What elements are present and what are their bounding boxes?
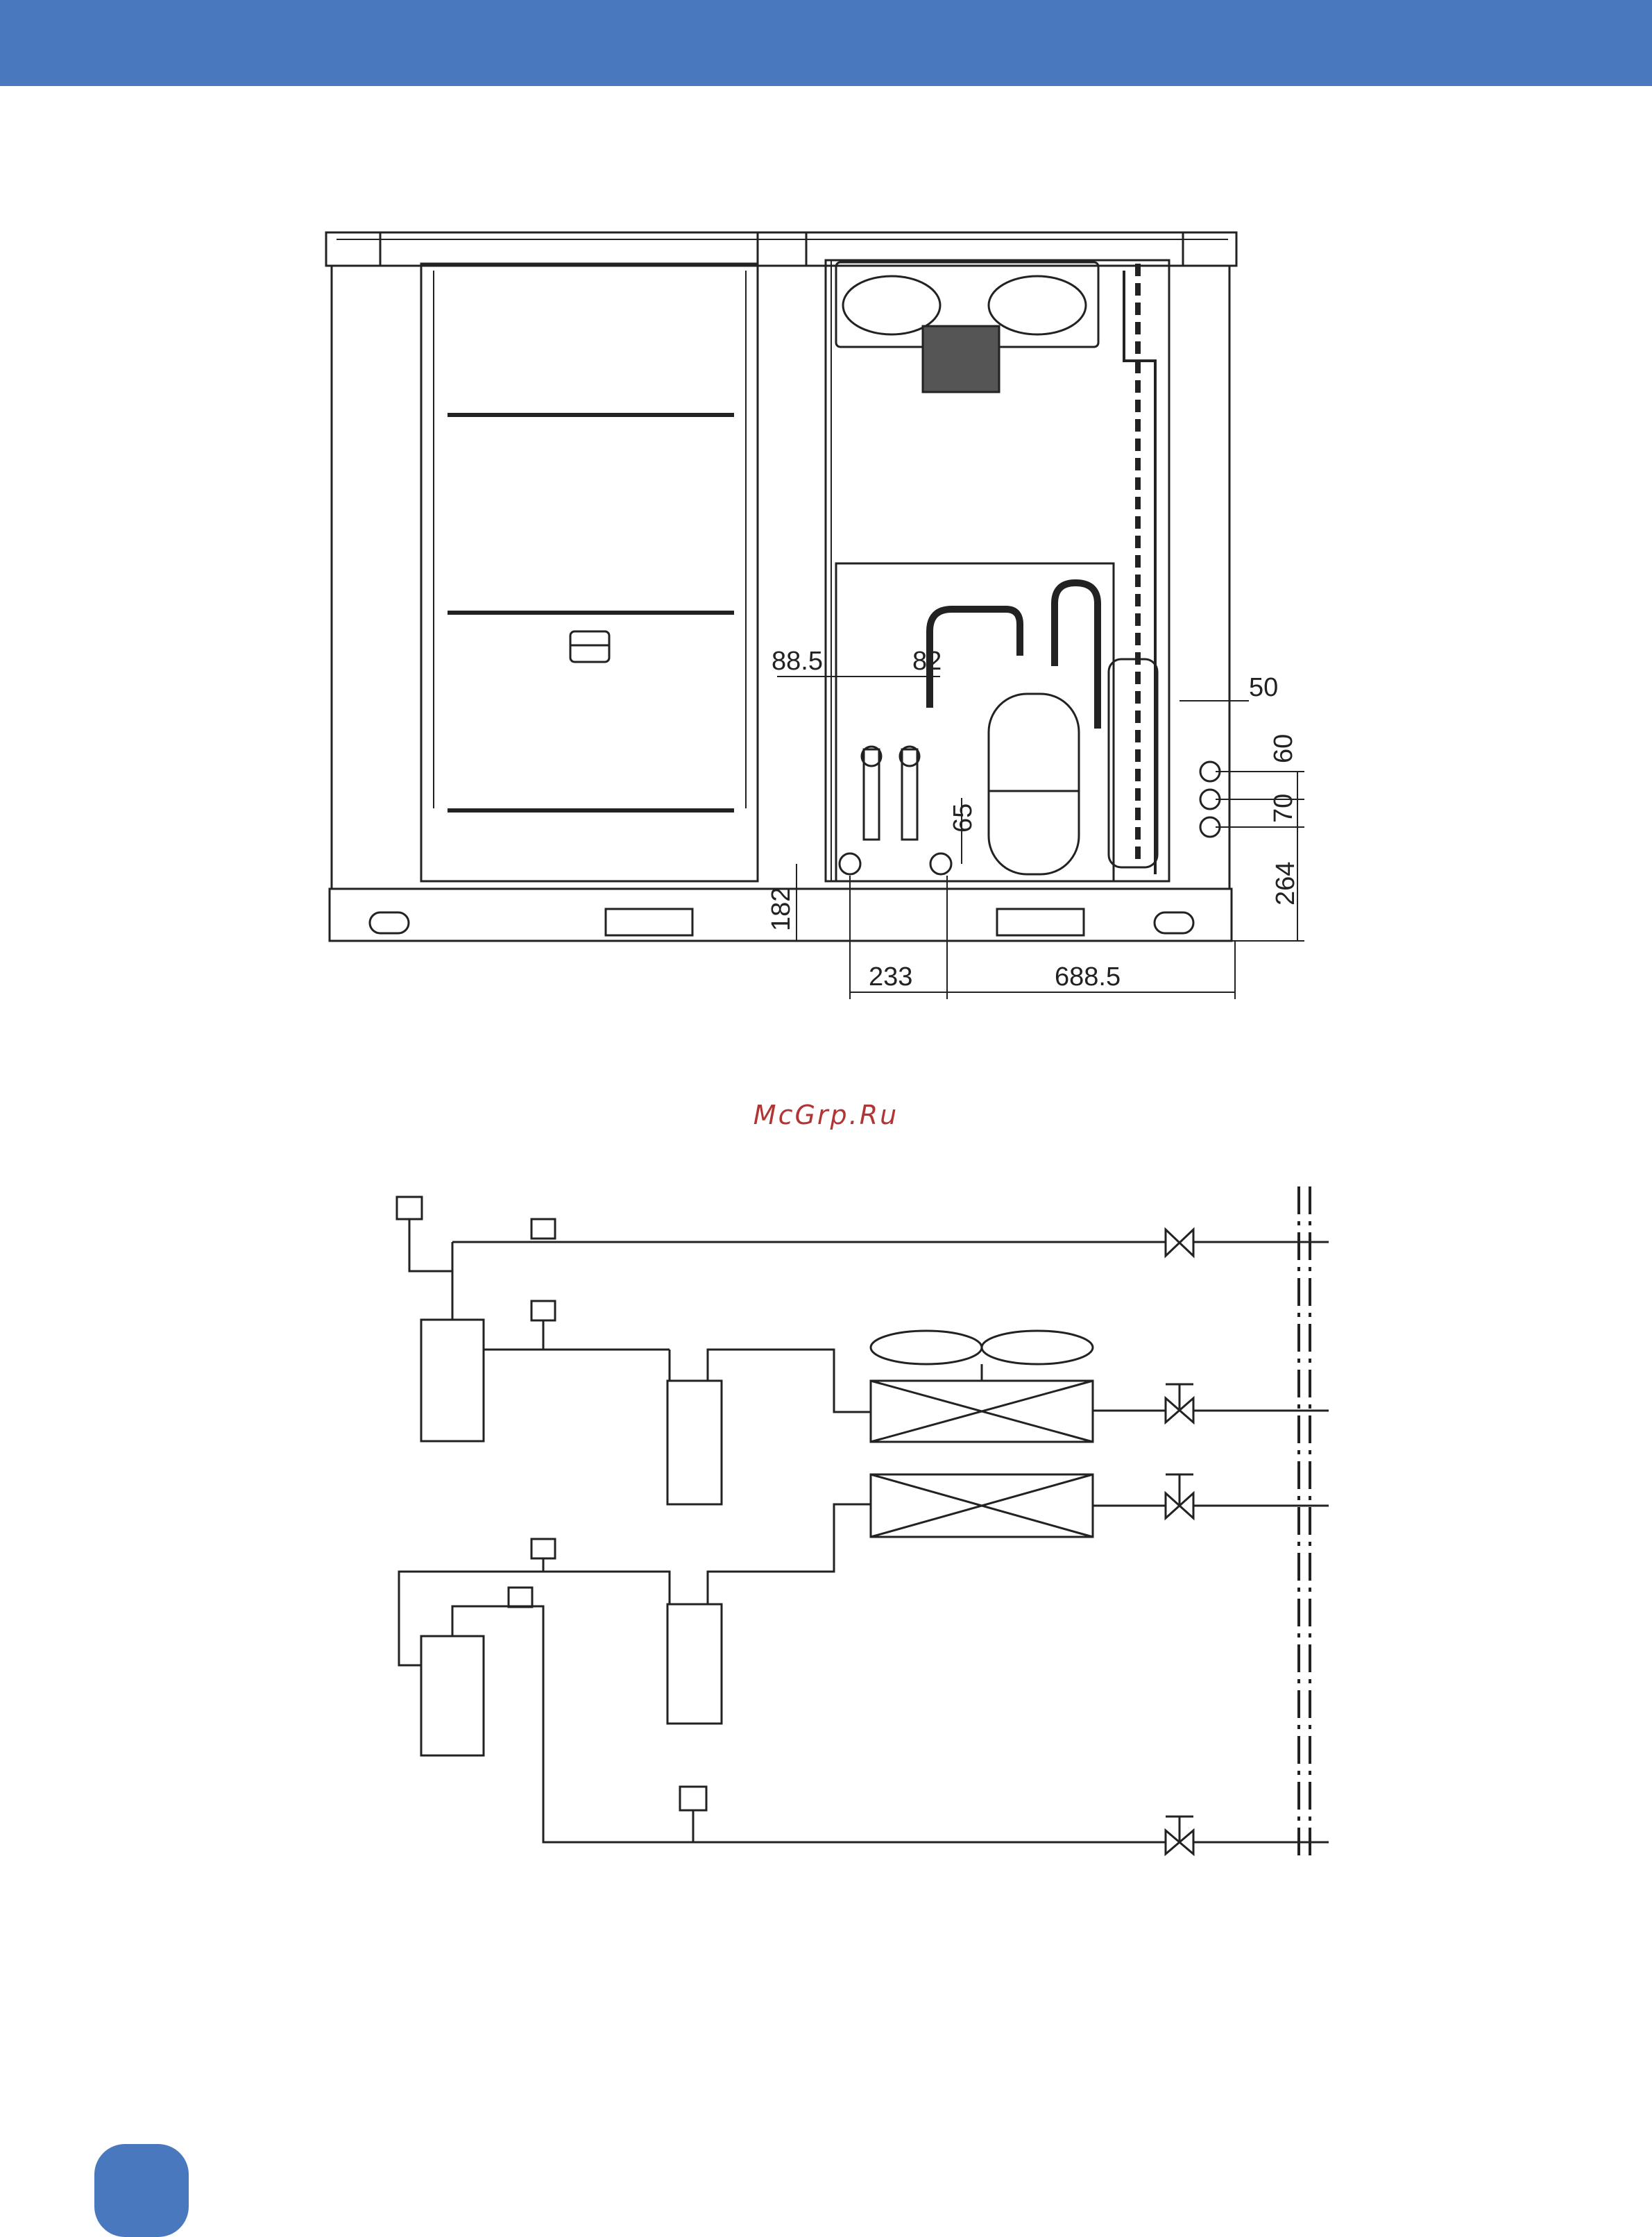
separator-vessel	[667, 1381, 722, 1504]
sensor-box	[531, 1301, 555, 1320]
page-number-badge	[94, 2144, 189, 2237]
valve	[1166, 1230, 1193, 1256]
sensor-box	[509, 1588, 532, 1607]
fan	[871, 1331, 982, 1364]
separator-vessel	[667, 1604, 722, 1724]
compressor-vessel	[421, 1636, 484, 1755]
compressor-vessel	[421, 1320, 484, 1441]
sensor-box	[531, 1539, 555, 1558]
sensor-box	[680, 1787, 706, 1810]
sensor-box	[531, 1219, 555, 1239]
sensor-box	[397, 1197, 422, 1219]
fan	[982, 1331, 1093, 1364]
